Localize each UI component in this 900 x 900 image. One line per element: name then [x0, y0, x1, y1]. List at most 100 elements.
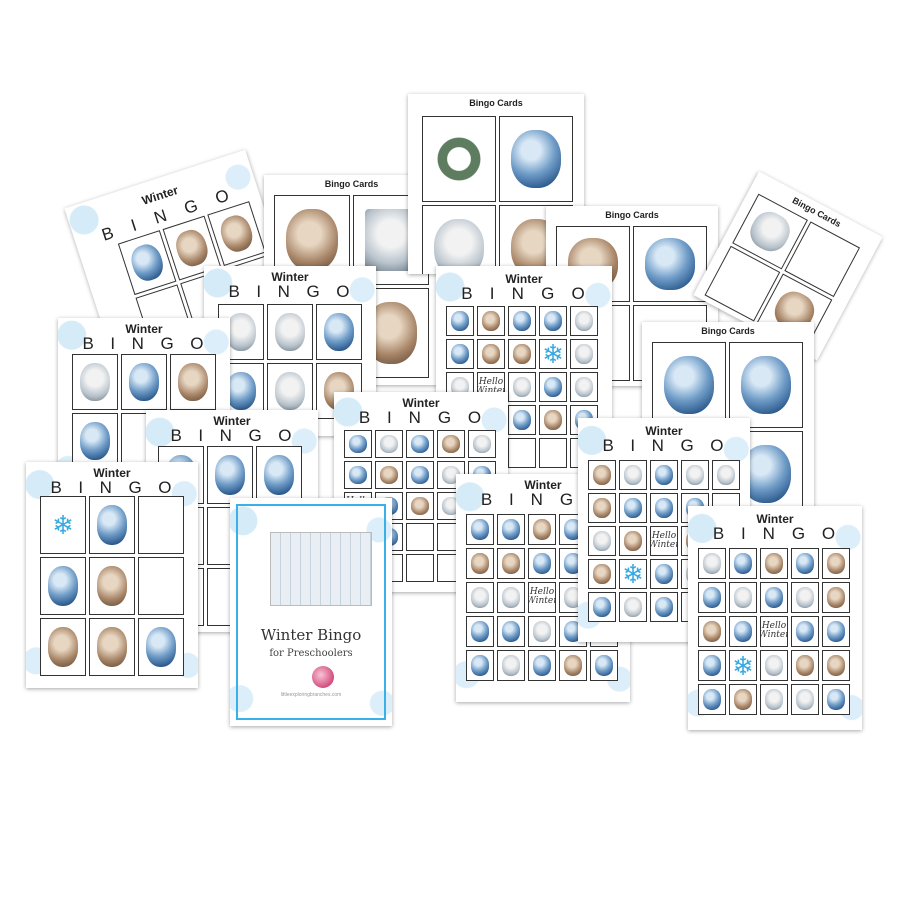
cell: [791, 616, 819, 647]
cell: Hello Winter: [650, 526, 678, 556]
sweater-icon: [543, 311, 563, 331]
cell: [528, 650, 556, 681]
card-mountain: [422, 205, 496, 274]
bingo-cards-title: Bingo Cards: [469, 98, 523, 108]
calling-cards-hat: Bingo Cards: [642, 322, 814, 510]
ornament-icon: [702, 655, 722, 676]
ornament-icon: [543, 377, 563, 397]
cell: [497, 514, 525, 545]
cell-lantern: [267, 363, 313, 419]
cell: [497, 650, 525, 681]
trees-icon: [441, 465, 461, 485]
wreath-icon: [441, 434, 461, 454]
cell: [375, 430, 403, 458]
winter-title: Winter: [125, 322, 163, 336]
card-lantern: [499, 116, 573, 202]
cell: [406, 554, 434, 582]
mittens-icon: [644, 238, 696, 290]
pinecone-icon: [410, 496, 430, 516]
cocoa-icon: [470, 519, 490, 540]
owl-icon: [172, 226, 212, 270]
cell: [588, 526, 616, 556]
cell: [508, 438, 536, 468]
cell: [437, 430, 465, 458]
cell-pinecone: [40, 618, 86, 676]
cell: [698, 548, 726, 579]
letter-b: B: [712, 524, 727, 543]
fairy-icon: [795, 621, 815, 642]
letter-i: I: [387, 408, 394, 427]
letter-i: I: [489, 284, 497, 303]
cupcake-icon: [470, 621, 490, 642]
cover-url: littleexploringbranches.com: [280, 692, 342, 698]
cabin-icon: [826, 587, 846, 608]
snowglobe-icon: [512, 377, 532, 397]
cocoa-icon: [740, 355, 792, 415]
winter-title: Winter: [505, 272, 543, 286]
cabin-icon: [826, 655, 846, 676]
snowglobe-icon: [623, 465, 643, 485]
fairy-icon: [654, 597, 674, 617]
hat-icon: [214, 455, 246, 495]
pinecone-icon: [764, 553, 784, 574]
cell: [344, 461, 372, 489]
cell-fairy: [121, 354, 167, 410]
cell: [729, 616, 757, 647]
cell: [791, 548, 819, 579]
cell: [497, 582, 525, 613]
cell: [822, 684, 850, 715]
bunny-icon: [592, 465, 612, 485]
cabin-icon: [216, 211, 257, 256]
cell: [528, 548, 556, 579]
cabin-icon: [543, 410, 563, 430]
letter-o: O: [467, 408, 484, 427]
letter-b: B: [228, 282, 242, 301]
hat-icon: [594, 655, 614, 676]
letter-n: N: [762, 524, 777, 543]
owl-icon: [379, 465, 399, 485]
hello-winter-icon: Hello Winter: [650, 531, 678, 550]
cell: [539, 438, 567, 468]
snowman-icon: [744, 205, 796, 258]
fairy-icon: [128, 363, 160, 401]
snowman-icon: [79, 363, 111, 401]
cell: ❄: [729, 650, 757, 681]
cover-page: Winter Bingo for Preschoolers littleexpl…: [230, 498, 392, 726]
cell: [508, 405, 536, 435]
snowglobe-icon: [702, 553, 722, 574]
cell-pinecone: [170, 354, 216, 410]
fairy-icon: [702, 689, 722, 710]
wreath-icon: [433, 129, 485, 189]
cell: [406, 523, 434, 551]
window-icon: [623, 597, 643, 617]
letter-g: G: [559, 490, 576, 509]
bow-icon: [512, 410, 532, 430]
snowflake-icon: ❄: [732, 650, 754, 681]
cell: [570, 339, 598, 369]
cocoa-icon: [826, 621, 846, 642]
cell-skate: [316, 304, 362, 360]
cell: ❄: [539, 339, 567, 369]
letter-n: N: [99, 478, 114, 497]
snowflake-icon: ❄: [542, 339, 564, 369]
cell: [822, 650, 850, 681]
cell: [466, 514, 494, 545]
letter-b: B: [170, 426, 184, 445]
cell: [466, 548, 494, 579]
winter-title: Winter: [756, 512, 794, 526]
cell-snowman: [72, 354, 118, 410]
bunny-icon: [563, 655, 583, 676]
lantern-icon: [532, 655, 552, 676]
cell: [791, 582, 819, 613]
cell-gift: [138, 618, 184, 676]
letter-i: I: [198, 426, 206, 445]
cell: [698, 616, 726, 647]
letter-g: G: [248, 426, 264, 445]
cover-collage-image: [270, 532, 372, 606]
